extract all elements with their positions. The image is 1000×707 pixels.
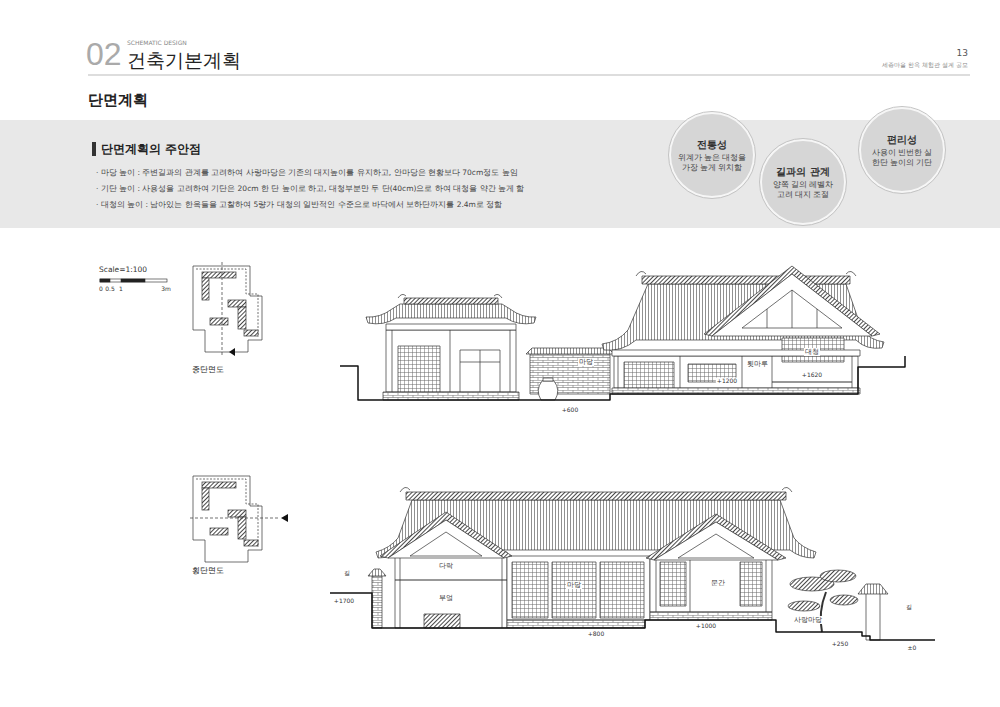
concept-circle: 길과의 관계양쪽 길의 레벨차 고려 대지 조절 — [759, 138, 847, 226]
scale-number: 0 — [99, 286, 103, 293]
space-name: 사랑마당 — [793, 616, 823, 624]
space-name: 대청 — [804, 348, 820, 356]
level-mark: ±0 — [907, 645, 918, 652]
note-text: · 마당 높이 : 주변길과의 관계를 고려하여 사랑마당은 기존의 대지높이를… — [96, 168, 518, 177]
scale-label: Scale=1:100 — [99, 266, 147, 275]
scale-bar — [100, 279, 167, 282]
drawing-title: 횡단면도 — [192, 566, 224, 575]
concept-circle: 전통성위계가 높은 대청을 가장 높게 위치함 — [668, 111, 756, 199]
circle-shape — [761, 140, 845, 224]
level-mark: +600 — [561, 407, 579, 414]
circle-text: 양쪽 길의 레벨차 고려 대지 조절 — [767, 180, 839, 200]
circle-ring — [669, 112, 756, 199]
circle-ring — [760, 139, 847, 226]
section-subtitle: SCHEMATIC DESIGN — [127, 40, 187, 47]
level-mark: +800 — [587, 631, 605, 638]
space-name: 부엌 — [438, 594, 454, 602]
space-name: 문간 — [710, 579, 726, 587]
page-number: 13 — [957, 48, 968, 58]
circle-content: 편리성사용이 빈번한 실 한단 높이의 기단 — [858, 106, 946, 194]
space-name: 마당 — [578, 358, 594, 366]
circle-heading: 전통성 — [676, 138, 748, 151]
circle-ring — [859, 107, 946, 194]
section-number: 02 — [86, 36, 122, 73]
note-text: · 기단 높이 : 사용성을 고려하여 기단은 20cm 한 단 높이로 하고,… — [96, 184, 524, 193]
page-title: 건축기본계획 — [127, 50, 241, 72]
level-mark: +1000 — [695, 623, 717, 630]
project-name: 세종마을 한옥 체험관 설계 공모 — [882, 62, 968, 69]
circle-heading: 편리성 — [866, 133, 938, 146]
note-text: · 대청의 높이 : 남아있는 한옥들을 고찰하여 5량가 대청의 일반적인 수… — [96, 200, 502, 209]
cross-section — [330, 487, 935, 640]
circle-content: 전통성위계가 높은 대청을 가장 높게 위치함 — [668, 111, 756, 199]
level-mark: +250 — [831, 641, 849, 648]
level-mark: +1200 — [716, 378, 738, 385]
road-label: 길 — [905, 604, 913, 611]
space-name: 툇마루 — [746, 360, 769, 368]
circle-text: 위계가 높은 대청을 가장 높게 위치함 — [676, 153, 748, 173]
circle-heading: 길과의 관계 — [767, 165, 839, 178]
key-plan — [190, 476, 288, 562]
key-plan — [193, 262, 262, 356]
level-mark: +1620 — [801, 372, 823, 379]
circle-shape — [670, 113, 754, 197]
circle-text: 사용이 빈번한 실 한단 높이의 기단 — [866, 148, 938, 168]
header-rule — [88, 75, 970, 76]
scale-number: 1 — [119, 286, 123, 293]
band-heading: 단면계획의 주안점 — [92, 142, 201, 156]
concept-circle: 편리성사용이 빈번한 실 한단 높이의 기단 — [858, 106, 946, 194]
longitudinal-section — [340, 266, 905, 400]
circle-content: 길과의 관계양쪽 길의 레벨차 고려 대지 조절 — [759, 138, 847, 226]
drawing-title: 종단면도 — [192, 365, 224, 374]
circle-shape — [860, 108, 944, 192]
space-name: 마당 — [566, 581, 582, 589]
sub-heading: 단면계획 — [88, 92, 148, 109]
notes-band: 단면계획의 주안점 · 마당 높이 : 주변길과의 관계를 고려하여 사랑마당은 … — [0, 120, 1000, 228]
space-name: 다락 — [438, 562, 454, 570]
scale-number: 3m — [161, 286, 171, 293]
level-mark: +1700 — [333, 598, 355, 605]
scale-number: 0.5 — [105, 286, 115, 293]
road-label: 길 — [343, 570, 351, 577]
